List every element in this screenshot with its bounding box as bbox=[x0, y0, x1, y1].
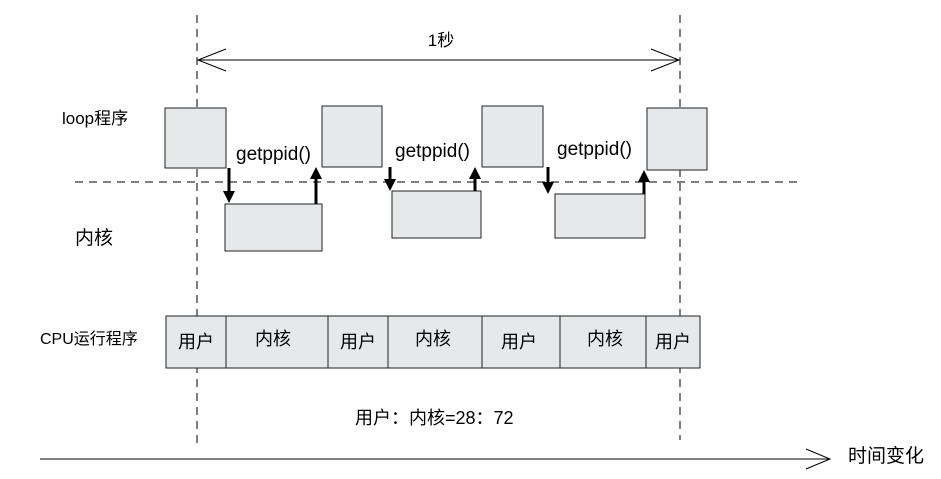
loop-run-block bbox=[481, 105, 544, 168]
interval-arrow-right-head bbox=[650, 48, 681, 72]
syscall-label: getppid() bbox=[557, 139, 632, 160]
cpu-timeline-bar: 用户 内核 用户 内核 用户 内核 用户 bbox=[165, 315, 701, 369]
cpu-segment-user bbox=[645, 315, 701, 369]
user-kernel-ratio: 用户：内核=28：72 bbox=[355, 408, 514, 428]
kernel-row-label: 内核 bbox=[75, 227, 113, 249]
cpu-row-label: CPU运行程序 bbox=[40, 330, 138, 348]
kernel-run-block bbox=[224, 203, 323, 252]
cpu-segment-label: 内核 bbox=[255, 329, 291, 349]
time-axis-arrow bbox=[40, 448, 832, 470]
syscall-label: getppid() bbox=[236, 144, 311, 165]
loop-run-block bbox=[646, 107, 708, 171]
interval-arrow bbox=[196, 48, 681, 72]
cpu-segment-label: 内核 bbox=[415, 329, 451, 349]
time-axis-label: 时间变化 bbox=[848, 445, 924, 467]
interval-arrow-left-head bbox=[196, 48, 227, 72]
loop-row-label: loop程序 bbox=[62, 109, 128, 128]
cpu-segment-label: 用户 bbox=[340, 332, 376, 352]
cpu-segment-label: 用户 bbox=[655, 332, 691, 352]
kernel-run-block bbox=[554, 193, 646, 239]
syscall-label: getppid() bbox=[395, 141, 470, 162]
cpu-segment-kernel bbox=[559, 315, 647, 369]
cpu-segment-user bbox=[481, 315, 561, 369]
cpu-segment-label: 内核 bbox=[587, 329, 623, 349]
interval-label: 1秒 bbox=[428, 31, 454, 50]
loop-run-block bbox=[321, 105, 383, 168]
loop-run-block bbox=[164, 107, 227, 169]
kernel-run-block bbox=[391, 190, 482, 239]
cpu-segment-label: 用户 bbox=[178, 332, 214, 352]
cpu-segment-label: 用户 bbox=[501, 332, 537, 352]
cpu-segment-kernel bbox=[225, 315, 329, 369]
time-axis-head bbox=[805, 448, 832, 470]
cpu-segment-kernel bbox=[387, 315, 483, 369]
cpu-segment-user bbox=[165, 315, 227, 369]
